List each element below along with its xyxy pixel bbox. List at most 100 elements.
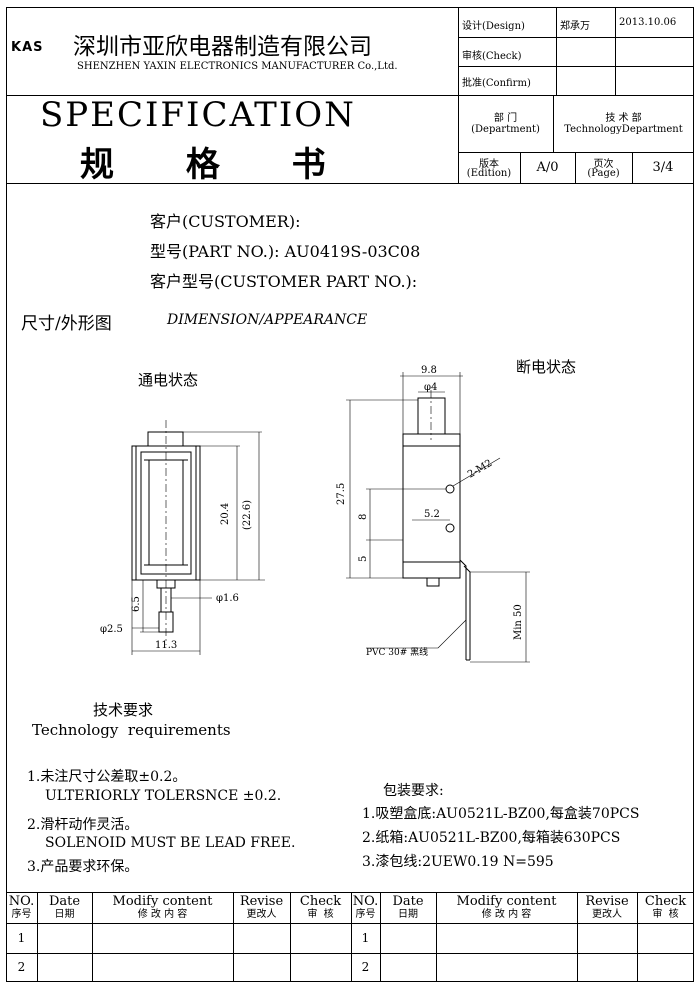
col-header-modify: Modify content (112, 894, 213, 909)
dim-9-8: 9.8 (421, 365, 437, 376)
edition-label-en: (Edition) (466, 168, 512, 179)
table-col-line (233, 892, 234, 982)
confirm-label: 批准(Confirm) (462, 78, 531, 89)
check-label: 审核(Check) (462, 51, 522, 62)
packaging-item-2: 2.纸箱:AU0521L-BZ00,每箱装630PCS (362, 830, 621, 846)
requirement-1-en: ULTERIORLY TOLERSNCE ±0.2. (45, 788, 282, 804)
table-col-line (290, 892, 291, 982)
company-name-en: SHENZHEN YAXIN ELECTRONICS MANUFACTURER … (77, 61, 398, 72)
requirements-title-cn: 技术要求 (93, 701, 154, 719)
section-title-en: DIMENSION/APPEARANCE (167, 312, 368, 328)
requirement-2-en: SOLENOID MUST BE LEAD FREE. (45, 835, 296, 851)
dept-label-cn: 部 门 (493, 113, 518, 124)
right-solenoid-view (346, 372, 530, 663)
design-label: 设计(Design) (462, 21, 525, 32)
dim-8: 8 (358, 514, 369, 520)
table-line (6, 923, 694, 924)
col-header-modify-2: Modify content (456, 894, 557, 909)
table-row-2-no-right: 2 (361, 960, 370, 974)
col-header-date-2-cn: 日期 (398, 909, 418, 920)
packaging-title: 包装要求: (383, 783, 444, 799)
page-value: 3/4 (652, 160, 674, 175)
table-col-line (637, 892, 638, 982)
dept-value-cn: 技 术 部 (605, 113, 642, 124)
grid-line (458, 37, 694, 38)
dept-label-en: (Department) (471, 124, 540, 135)
page-frame (6, 7, 694, 982)
dim-11-3: 11.3 (155, 640, 177, 651)
requirement-1-cn: 1.未注尺寸公差取±0.2。 (27, 769, 187, 785)
pvc-wire-label: PVC 30# 黑线 (366, 646, 428, 658)
col-header-check-2: Check (644, 894, 687, 909)
col-header-revise-2: Revise (585, 894, 629, 909)
spec-title-cn: 规 格 书 (80, 145, 356, 185)
grid-line (556, 7, 557, 95)
grid-line (575, 152, 576, 183)
col-header-revise-2-cn: 更改人 (592, 909, 622, 920)
header-bottom-line (6, 183, 694, 184)
table-row-1-no: 1 (17, 931, 26, 945)
col-header-revise: Revise (239, 894, 284, 909)
grid-line (458, 66, 694, 67)
table-col-line (380, 892, 381, 982)
col-header-date: Date (48, 894, 81, 909)
table-col-line (436, 892, 437, 982)
table-col-line (351, 892, 352, 982)
design-name: 郑承万 (560, 21, 590, 32)
dim-phi-4: φ4 (424, 382, 437, 393)
edition-label-cn: 版本 (479, 159, 499, 170)
page-label-en: (Page) (587, 168, 620, 179)
spec-title: SPECIFICATION (40, 95, 356, 135)
grid-line (458, 152, 694, 153)
col-header-date-cn: 日期 (54, 909, 75, 920)
left-solenoid-view (131, 420, 265, 655)
col-header-check-2-cn: 审 核 (652, 909, 679, 920)
col-header-no-2-cn: 序号 (355, 909, 376, 920)
dim-27-5: 27.5 (336, 483, 347, 505)
dim-22-6: (22.6) (242, 500, 253, 530)
dim-2-m2: 2-M2 (466, 458, 494, 481)
col-header-no: NO. (8, 894, 35, 909)
energized-state-label: 通电状态 (138, 371, 199, 389)
dim-phi-2-5: φ2.5 (100, 624, 123, 635)
grid-line (520, 152, 521, 183)
dim-6-5: 6.5 (131, 596, 142, 612)
dept-value-en: TechnologyDepartment (564, 124, 683, 135)
design-date: 2013.10.06 (619, 17, 677, 28)
part-number-line: 型号(PART NO.): AU0419S-03C08 (150, 242, 421, 261)
table-line (6, 953, 694, 954)
col-header-no-cn: 序号 (11, 909, 32, 920)
requirements-title-en: Technology requirements (32, 721, 231, 739)
packaging-item-1: 1.吸塑盒底:AU0521L-BZ00,每盒装70PCS (362, 806, 640, 822)
packaging-item-3: 3.漆包线:2UEW0.19 N=595 (362, 854, 554, 870)
company-logo: KAS (11, 40, 44, 55)
customer-part-line: 客户型号(CUSTOMER PART NO.): (150, 272, 418, 291)
col-header-check: Check (299, 894, 342, 909)
dim-5-2: 5.2 (424, 509, 440, 520)
company-name-cn: 深圳市亚欣电器制造有限公司 (73, 34, 372, 60)
page-label-cn: 页次 (593, 159, 614, 170)
col-header-date-2: Date (392, 894, 424, 909)
table-col-line (92, 892, 93, 982)
dim-5: 5 (358, 556, 369, 562)
grid-line (632, 152, 633, 183)
col-header-modify-cn: 修 改 内 容 (137, 909, 188, 920)
table-top-line (6, 892, 694, 893)
table-row-1-no-right: 1 (361, 931, 370, 945)
dim-phi-1-6: φ1.6 (216, 593, 239, 604)
dim-20-4: 20.4 (220, 503, 231, 525)
requirement-2-cn: 2.滑杆动作灵活。 (27, 817, 139, 833)
col-header-modify-2-cn: 修 改 内 容 (481, 909, 532, 920)
col-header-no-2: NO. (352, 894, 379, 909)
col-header-revise-cn: 更改人 (246, 909, 277, 920)
edition-value: A/0 (536, 160, 559, 175)
requirement-3-cn: 3.产品要求环保。 (27, 859, 139, 875)
section-title-cn: 尺寸/外形图 (21, 314, 112, 334)
de-energized-state-label: 断电状态 (516, 358, 577, 376)
dim-min-50: Min 50 (513, 604, 524, 640)
header-row-divider (6, 95, 694, 96)
col-header-check-cn: 审 核 (307, 909, 334, 920)
table-col-line (37, 892, 38, 982)
table-row-2-no: 2 (17, 960, 26, 974)
